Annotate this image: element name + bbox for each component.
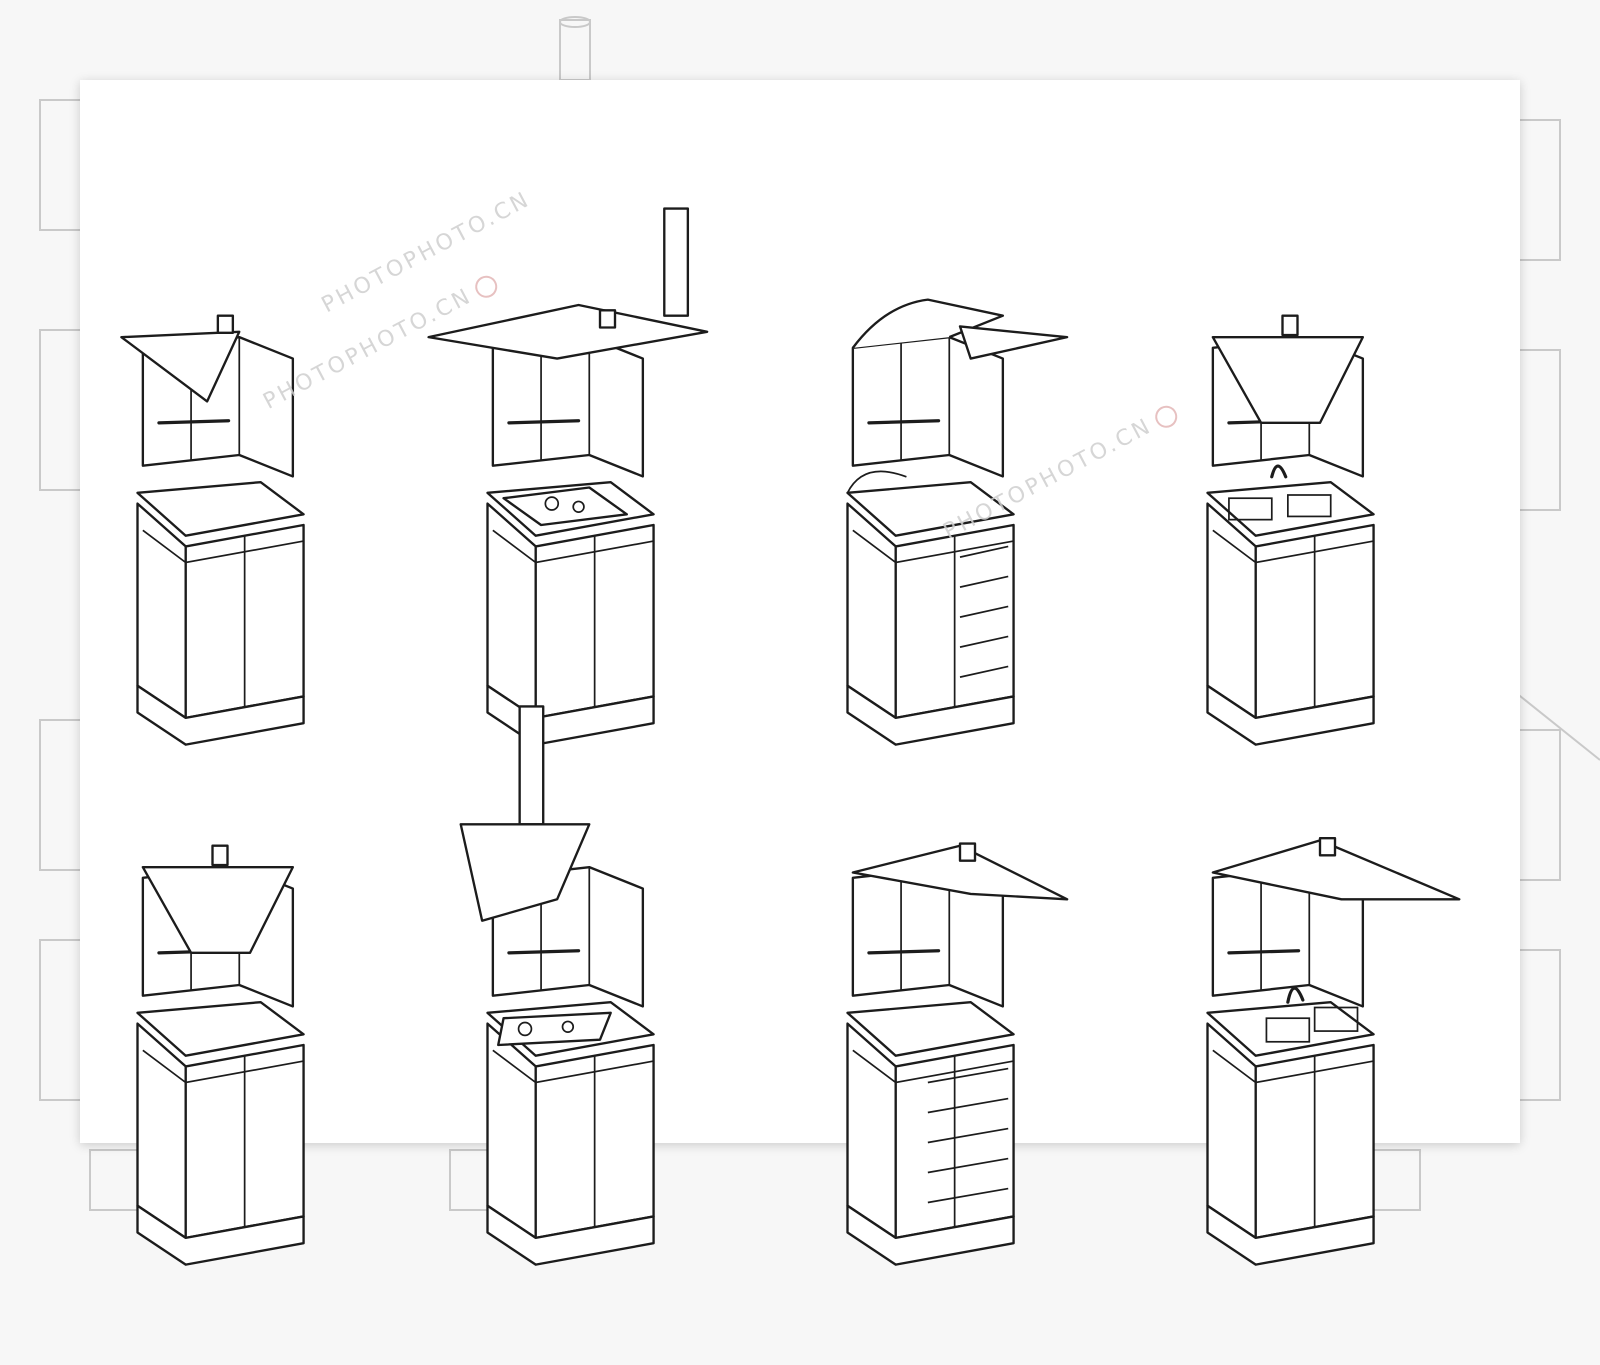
cabinet-drawing (846, 1000, 1015, 1266)
cabinet-wall-hood-chimney-front (450, 670, 750, 1150)
cabinet-base-plain (100, 360, 400, 840)
cabinet-wall-angled-right-wide (1170, 670, 1470, 1150)
cabinet-drawing (136, 1000, 305, 1266)
cabinet-drawing (851, 842, 1069, 1008)
cabinet-drawing (486, 1000, 655, 1266)
cabinet-drawing (851, 298, 1069, 478)
cabinet-base-sink-front (1170, 360, 1470, 840)
cabinet-drawing (120, 314, 295, 478)
cabinet-base-sink-corner (1170, 880, 1470, 1360)
cabinet-drawing (1211, 314, 1365, 478)
cabinet-wall-angled-right (810, 670, 1110, 1150)
cabinet-drawing (1211, 837, 1461, 1008)
cabinet-base-drawers (810, 880, 1110, 1360)
cabinet-drawing (459, 705, 645, 1008)
cabinet-wall-hood-front-triangle (1170, 140, 1470, 620)
drawing-sheet: PHOTOPHOTO.CN PHOTOPHOTO.CN PHOTOPHOTO.C… (80, 80, 1520, 1266)
cabinet-wall-curved-right (810, 140, 1110, 620)
cabinet-drawing (136, 480, 305, 746)
cabinet-drawing (427, 207, 709, 478)
cabinet-base-plain-wide (100, 880, 400, 1360)
cabinet-drawing (1206, 986, 1375, 1266)
cabinet-drawing (141, 844, 295, 1008)
cabinet-base-cooktop-front (450, 880, 750, 1360)
cabinet-wall-hood-chimney-right (427, 140, 750, 620)
cabinet-grid (80, 80, 1520, 1266)
cabinet-wall-angled-left (100, 140, 400, 620)
cabinet-base-drawers-curved (810, 360, 1110, 840)
cabinet-wall-hood-front-triangle (100, 670, 400, 1150)
cabinet-drawing (846, 470, 1015, 746)
cabinet-drawing (1206, 464, 1375, 746)
